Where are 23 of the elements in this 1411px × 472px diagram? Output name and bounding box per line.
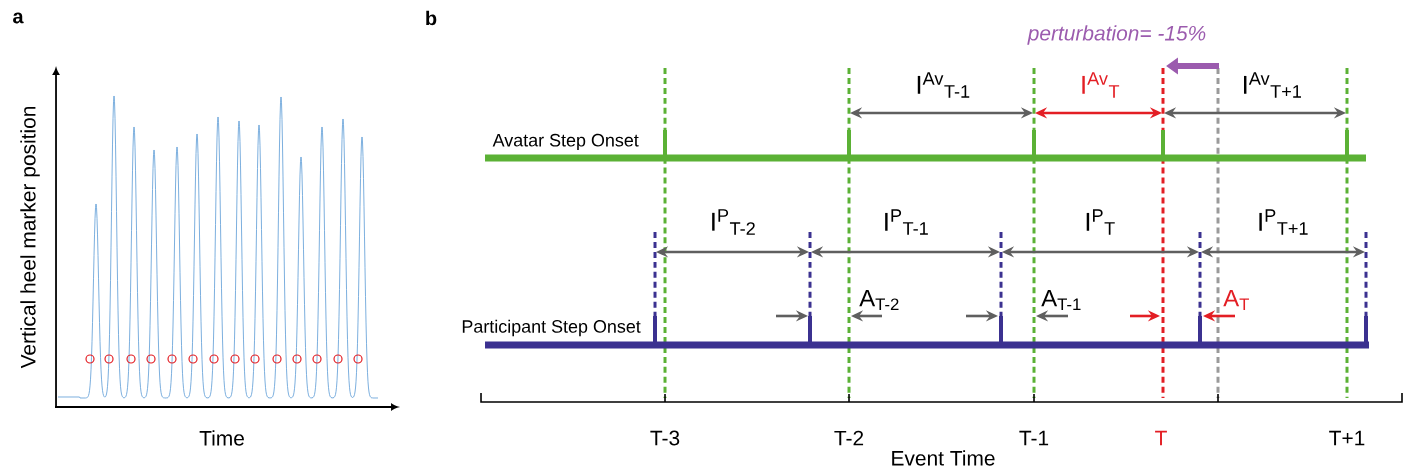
axis-title: Vertical heel marker position	[20, 107, 40, 369]
tick-label: T+1	[1329, 430, 1365, 446]
annotation-text: perturbation= -15%	[1027, 25, 1206, 45]
tick-label: T-1	[1019, 430, 1049, 446]
interval-label: I$^{Av}$T	[1082, 72, 1120, 98]
panel-letter: a	[13, 12, 24, 24]
axis-title: Event Time	[892, 450, 995, 466]
interval-label: I$^{Av}$T-1	[917, 72, 970, 98]
interval-label: I$^{P}$T-1	[885, 209, 928, 235]
interval-label: A$_{T}$	[1223, 289, 1249, 311]
row-label: Avatar Step Onset	[492, 133, 639, 151]
axis-title: Time	[199, 430, 244, 446]
panel-letter: b	[426, 10, 437, 26]
row-label: Participant Step Onset	[462, 319, 641, 337]
tick-label: T-3	[650, 430, 680, 446]
tick-label: T-2	[834, 430, 864, 446]
tick-label: T	[1155, 430, 1167, 446]
interval-label: A$_{T-2}$	[859, 289, 899, 311]
interval-label: I$^{Av}$T+1	[1244, 72, 1301, 98]
interval-label: I$^{P}$T	[1086, 209, 1115, 235]
interval-label: I$^{P}$T-2	[712, 209, 755, 235]
interval-label: A$_{T-1}$	[1041, 289, 1081, 311]
interval-label: I$^{P}$T+1	[1259, 209, 1308, 235]
